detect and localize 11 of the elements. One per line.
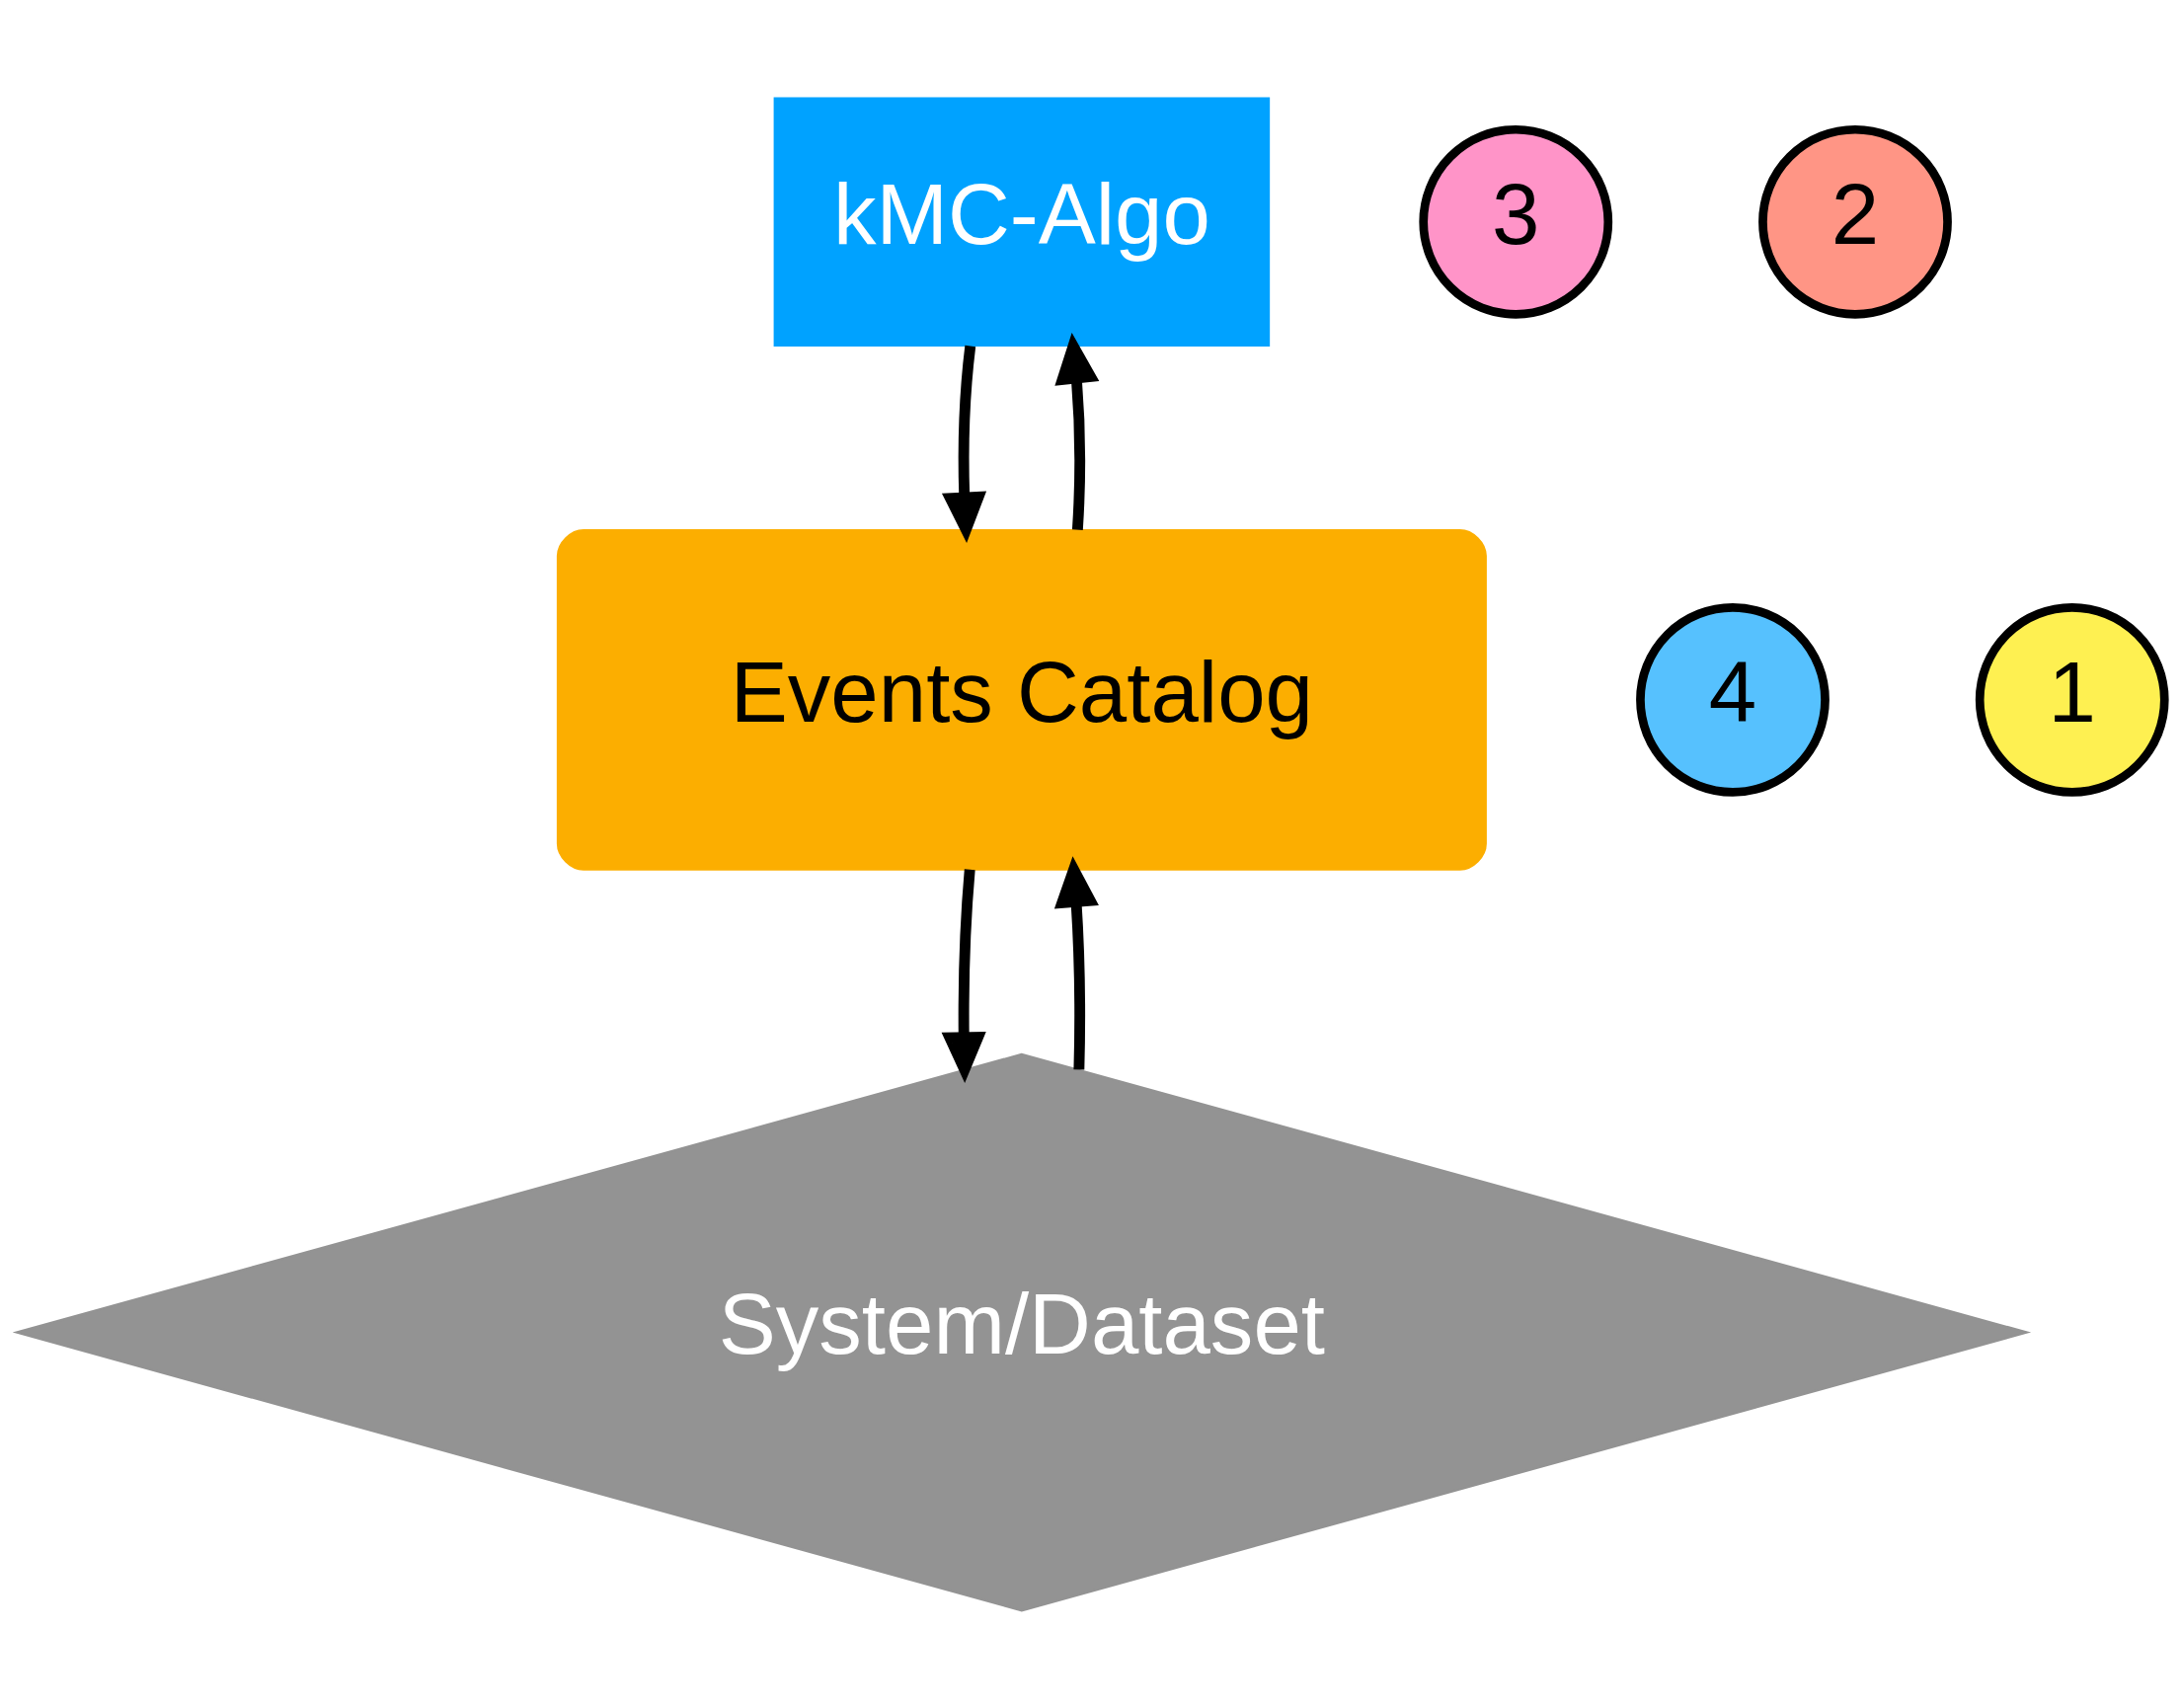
node-circle: 2 — [1758, 124, 1952, 319]
node-circle: 4 — [1636, 602, 1830, 797]
arrow — [1054, 332, 1100, 530]
arrow — [941, 868, 986, 1083]
node-circle: 1 — [1975, 602, 2169, 797]
node-circle: 3 — [1419, 124, 1613, 319]
node-box: Events Catalog — [556, 528, 1487, 871]
arrow — [1053, 855, 1099, 1070]
node-diamond: System/Dataset — [12, 1052, 2032, 1611]
arrow — [941, 345, 987, 543]
node-box: kMC-Algo — [773, 97, 1271, 347]
